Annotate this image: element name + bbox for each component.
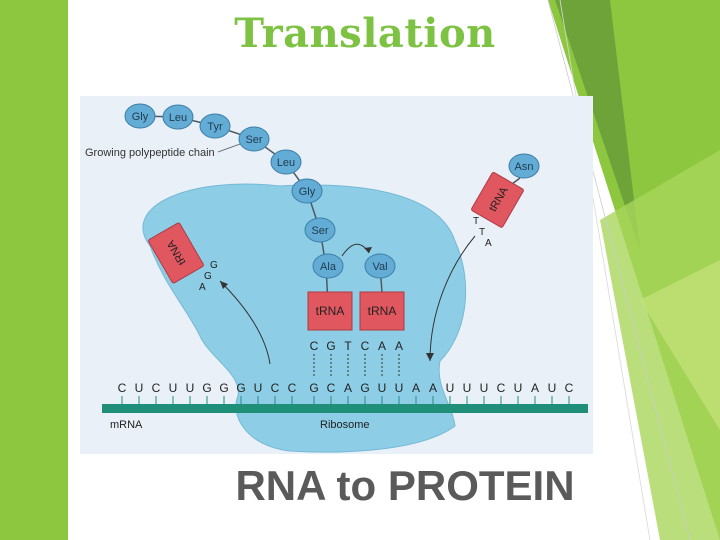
translation-diagram: Gly Leu Tyr Ser Leu Gly Ser Ala <box>80 96 593 454</box>
aa-ser-2: Ser <box>304 217 336 243</box>
mrna-base: C <box>288 381 297 395</box>
slide-title: Translation <box>234 10 496 57</box>
mrna-base: G <box>219 381 228 395</box>
mrna-base: U <box>446 381 455 395</box>
incoming-anticodon-base: T <box>473 216 479 227</box>
mrna-base: G <box>360 381 369 395</box>
mrna-base: U <box>480 381 489 395</box>
deco-triangle-light <box>600 150 720 540</box>
incoming-anticodon-base: T <box>479 227 485 238</box>
asn-bond <box>511 177 521 185</box>
aa-label: Ser <box>245 134 262 146</box>
mrna-base: U <box>186 381 195 395</box>
trna-label: tRNA <box>368 304 397 318</box>
exit-anticodon-base: G <box>210 260 218 271</box>
mrna-base: C <box>271 381 280 395</box>
mrna-base: U <box>514 381 523 395</box>
aa-asn: Asn <box>508 153 540 179</box>
left-accent-bar <box>0 0 68 540</box>
chain-label-leader <box>217 143 241 153</box>
trna-exiting: tRNA <box>148 222 204 284</box>
anticodon-base: G <box>326 339 335 353</box>
anticodon-base: A <box>378 339 386 353</box>
aa-gly-2: Gly <box>291 178 323 204</box>
mrna-base: U <box>254 381 263 395</box>
aa-label: Val <box>372 261 387 273</box>
mrna-base: C <box>152 381 161 395</box>
diagram-svg: Gly Leu Tyr Ser Leu Gly Ser Ala <box>85 103 588 453</box>
aa-label: Leu <box>277 157 295 169</box>
aa-leu-1: Leu <box>162 104 194 130</box>
deco-triangle-dark <box>555 0 640 250</box>
anticodon-base: T <box>344 339 352 353</box>
deco-triangle-pale <box>640 260 720 430</box>
mrna-label: mRNA <box>110 419 143 431</box>
aa-gly-1: Gly <box>124 103 156 129</box>
arrowhead <box>426 353 434 361</box>
mrna-sequence: C U C U U G G G U C C G C A G U U A A U … <box>118 381 574 395</box>
mrna-base: U <box>395 381 404 395</box>
deco-line-2 <box>559 0 651 540</box>
anticodon-base: C <box>310 339 319 353</box>
aa-val: Val <box>364 253 396 279</box>
mrna-base: C <box>118 381 127 395</box>
incoming-anticodon-base: A <box>485 238 492 249</box>
mrna-ticks <box>121 396 570 404</box>
mrna-base: U <box>463 381 472 395</box>
arrowhead <box>364 247 372 253</box>
aa-ser-1: Ser <box>238 126 270 152</box>
aa-label: Asn <box>515 161 534 173</box>
arrowhead <box>220 281 228 289</box>
mrna-base: C <box>327 381 336 395</box>
mrna-base: A <box>429 381 437 395</box>
mrna-strand <box>102 404 588 413</box>
aa-label: Ser <box>311 225 328 237</box>
mrna-base: A <box>344 381 352 395</box>
mrna-base: A <box>531 381 539 395</box>
mrna-base: U <box>548 381 557 395</box>
anticodon-row: C G T C A A <box>310 339 403 353</box>
mrna-base: U <box>135 381 144 395</box>
aa-label: Gly <box>299 186 316 198</box>
exit-anticodon-base: A <box>199 282 206 293</box>
mrna-base: C <box>497 381 506 395</box>
mrna-base: C <box>565 381 574 395</box>
anticodon-base: C <box>361 339 370 353</box>
aa-label: Tyr <box>207 121 223 133</box>
aa-label: Gly <box>132 111 149 123</box>
trna-a-site: tRNA <box>359 291 405 331</box>
anticodon-base: A <box>395 339 403 353</box>
trna-incoming: tRNA <box>471 172 524 228</box>
chain-label: Growing polypeptide chain <box>85 147 215 159</box>
aa-label: Leu <box>169 112 187 124</box>
ribosome-label: Ribosome <box>320 419 370 431</box>
mrna-base: G <box>202 381 211 395</box>
deco-line-1 <box>547 0 691 540</box>
aa-label: Ala <box>320 261 337 273</box>
slide-subtitle: RNA to PROTEIN <box>235 462 575 509</box>
aa-leu-2: Leu <box>270 149 302 175</box>
trna-p-site: tRNA <box>307 291 353 331</box>
mrna-base: U <box>378 381 387 395</box>
trna-label: tRNA <box>316 304 345 318</box>
exit-anticodon-base: G <box>204 271 212 282</box>
mrna-base: G <box>236 381 245 395</box>
mrna-base: G <box>309 381 318 395</box>
entry-arrow <box>429 235 476 362</box>
aa-tyr: Tyr <box>199 113 231 139</box>
exit-arrow <box>219 280 271 365</box>
mrna-base: U <box>169 381 178 395</box>
mrna-base: A <box>412 381 420 395</box>
aa-ala: Ala <box>312 253 344 279</box>
